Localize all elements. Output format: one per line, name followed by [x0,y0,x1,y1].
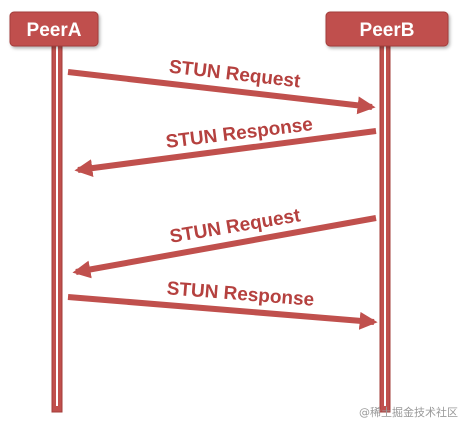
watermark-text: @稀土掘金技术社区 [359,405,458,419]
message-arrow-2: STUN Response [74,114,377,178]
message-arrow-4: STUN Response [67,278,378,330]
peer-a-box: PeerA [9,11,99,47]
message-arrow-3: STUN Request [72,205,377,279]
peer-a-label: PeerA [27,20,82,41]
message-arrow-1: STUN Request [67,57,376,115]
lifeline-peer-b [379,39,391,413]
peer-b-label: PeerB [360,20,415,41]
lifeline-peer-a [51,39,63,413]
peer-b-box: PeerB [325,11,449,47]
